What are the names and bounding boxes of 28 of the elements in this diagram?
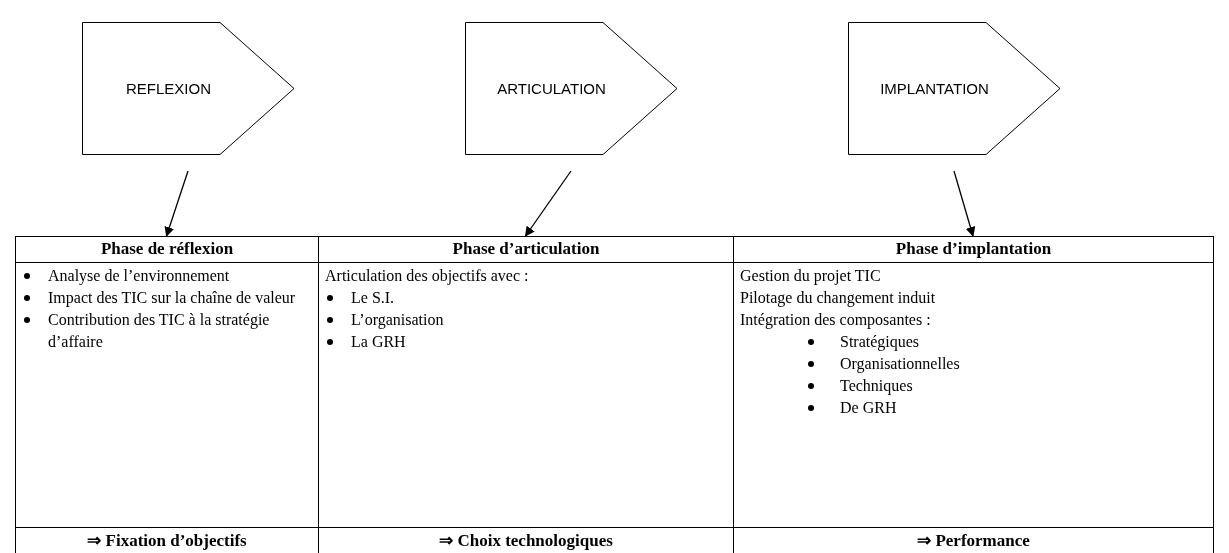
list-item: Techniques <box>840 376 914 397</box>
phase-title: IMPLANTATION <box>880 80 989 97</box>
chevron-arrow <box>465 22 678 155</box>
chevron-arrow <box>848 22 1061 155</box>
arrow <box>953 170 976 237</box>
list-item: Contribution des TIC à la stratégie d’affaire <box>48 310 271 352</box>
phase-title: REFLEXION <box>126 80 211 97</box>
list-item: Analyse de l’environnement <box>48 266 231 287</box>
list-item: L’organisation <box>351 310 445 331</box>
conclusion-text: ⇒ Choix technologiques <box>439 530 613 551</box>
arrow <box>524 170 572 237</box>
conclusion-text: ⇒ Performance <box>917 530 1030 551</box>
list-item: De GRH <box>840 398 898 418</box>
list-item: Organisationnelles <box>840 354 961 375</box>
column-header: Phase d’implantation <box>733 236 1214 263</box>
list-item: Stratégiques <box>840 332 921 353</box>
list-item: Impact des TIC sur la chaîne de valeur <box>48 288 297 309</box>
list-item: La GRH <box>351 332 407 352</box>
conclusion-text: ⇒ Fixation d’objectifs <box>87 530 247 551</box>
cell-text: Articulation des objectifs avec : <box>325 266 530 287</box>
cell-text: Gestion du projet TIC <box>740 266 882 287</box>
phase-title: ARTICULATION <box>497 80 606 97</box>
list-item: Le S.I. <box>351 288 396 308</box>
cell-text: Pilotage du changement induit <box>740 288 937 309</box>
cell-text: Intégration des composantes : <box>740 310 932 331</box>
chevron-arrow <box>82 22 295 155</box>
arrow <box>164 170 189 237</box>
column-header: Phase de réflexion <box>15 236 319 263</box>
